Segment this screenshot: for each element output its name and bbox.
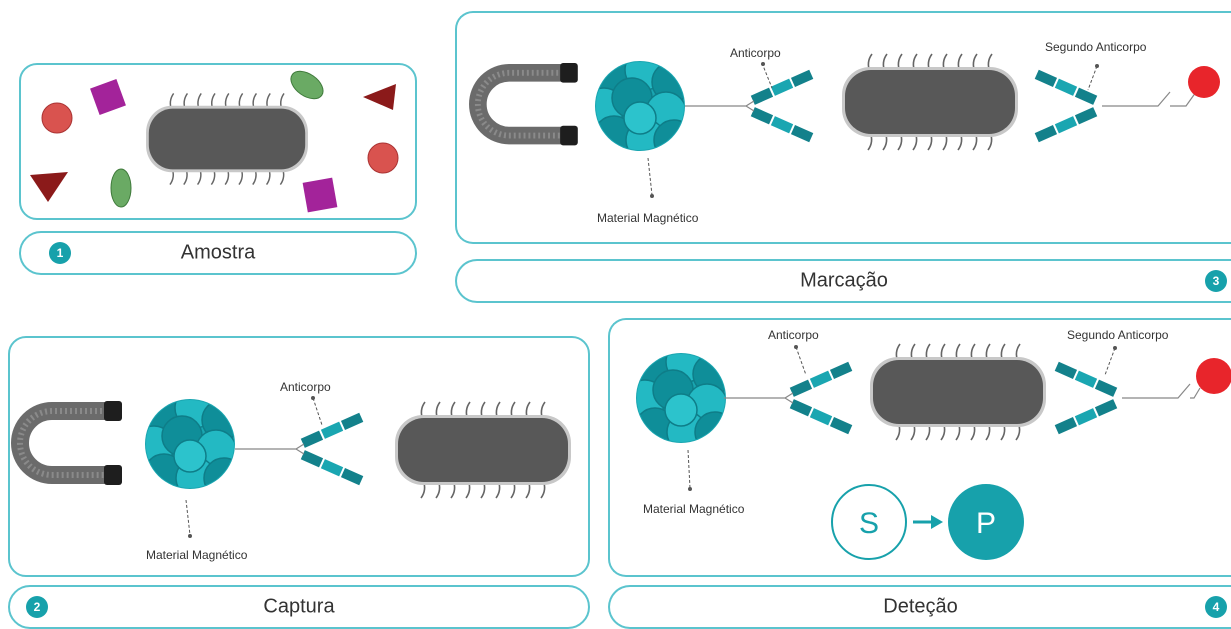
label-dot xyxy=(1188,66,1220,98)
antibody xyxy=(685,70,813,143)
magnet-icon xyxy=(478,63,578,145)
second-antibody-label: Segundo Anticorpo xyxy=(1067,328,1169,342)
purple-square-shape xyxy=(90,79,126,115)
second-antibody xyxy=(1055,362,1190,435)
amostra-illustration xyxy=(30,66,398,213)
green-ellipse-shape xyxy=(286,66,328,105)
green-ellipse-shape xyxy=(111,169,131,207)
magnetic-bead xyxy=(584,50,694,160)
antibody xyxy=(724,362,852,435)
magnetic-material-label: Material Magnético xyxy=(146,548,248,562)
bacterium xyxy=(395,402,571,498)
second-antibody xyxy=(1035,70,1170,143)
magnetic-bead xyxy=(134,388,244,498)
second-antibody-label: Segundo Anticorpo xyxy=(1045,40,1147,54)
antibody-label: Anticorpo xyxy=(280,380,331,394)
label-dot xyxy=(1196,358,1231,394)
bacterium xyxy=(146,93,308,184)
marcacao-illustration: Anticorpo Segundo Anticorpo Material Mag… xyxy=(478,40,1220,225)
magnetic-material-label: Material Magnético xyxy=(597,211,699,225)
purple-square-shape xyxy=(303,178,338,213)
magnet-icon xyxy=(20,401,122,485)
magnetic-material-label: Material Magnético xyxy=(643,502,745,516)
product-letter: P xyxy=(976,507,996,540)
bacterium xyxy=(842,54,1018,150)
red-circle-shape xyxy=(368,143,398,173)
arrow-right-icon xyxy=(931,515,943,529)
detecao-illustration: Anticorpo Segundo Anticorpo Material Mag… xyxy=(625,328,1231,560)
substrate-letter: S xyxy=(859,507,879,540)
antibody-label: Anticorpo xyxy=(768,328,819,342)
red-triangle-shape xyxy=(363,84,396,110)
bacterium xyxy=(870,344,1046,440)
red-triangle-shape xyxy=(30,172,68,202)
antibody xyxy=(235,413,363,486)
antibody-label: Anticorpo xyxy=(730,46,781,60)
magnetic-bead xyxy=(625,342,735,452)
captura-illustration: Anticorpo Material Magnético xyxy=(20,380,571,562)
red-circle-shape xyxy=(42,103,72,133)
